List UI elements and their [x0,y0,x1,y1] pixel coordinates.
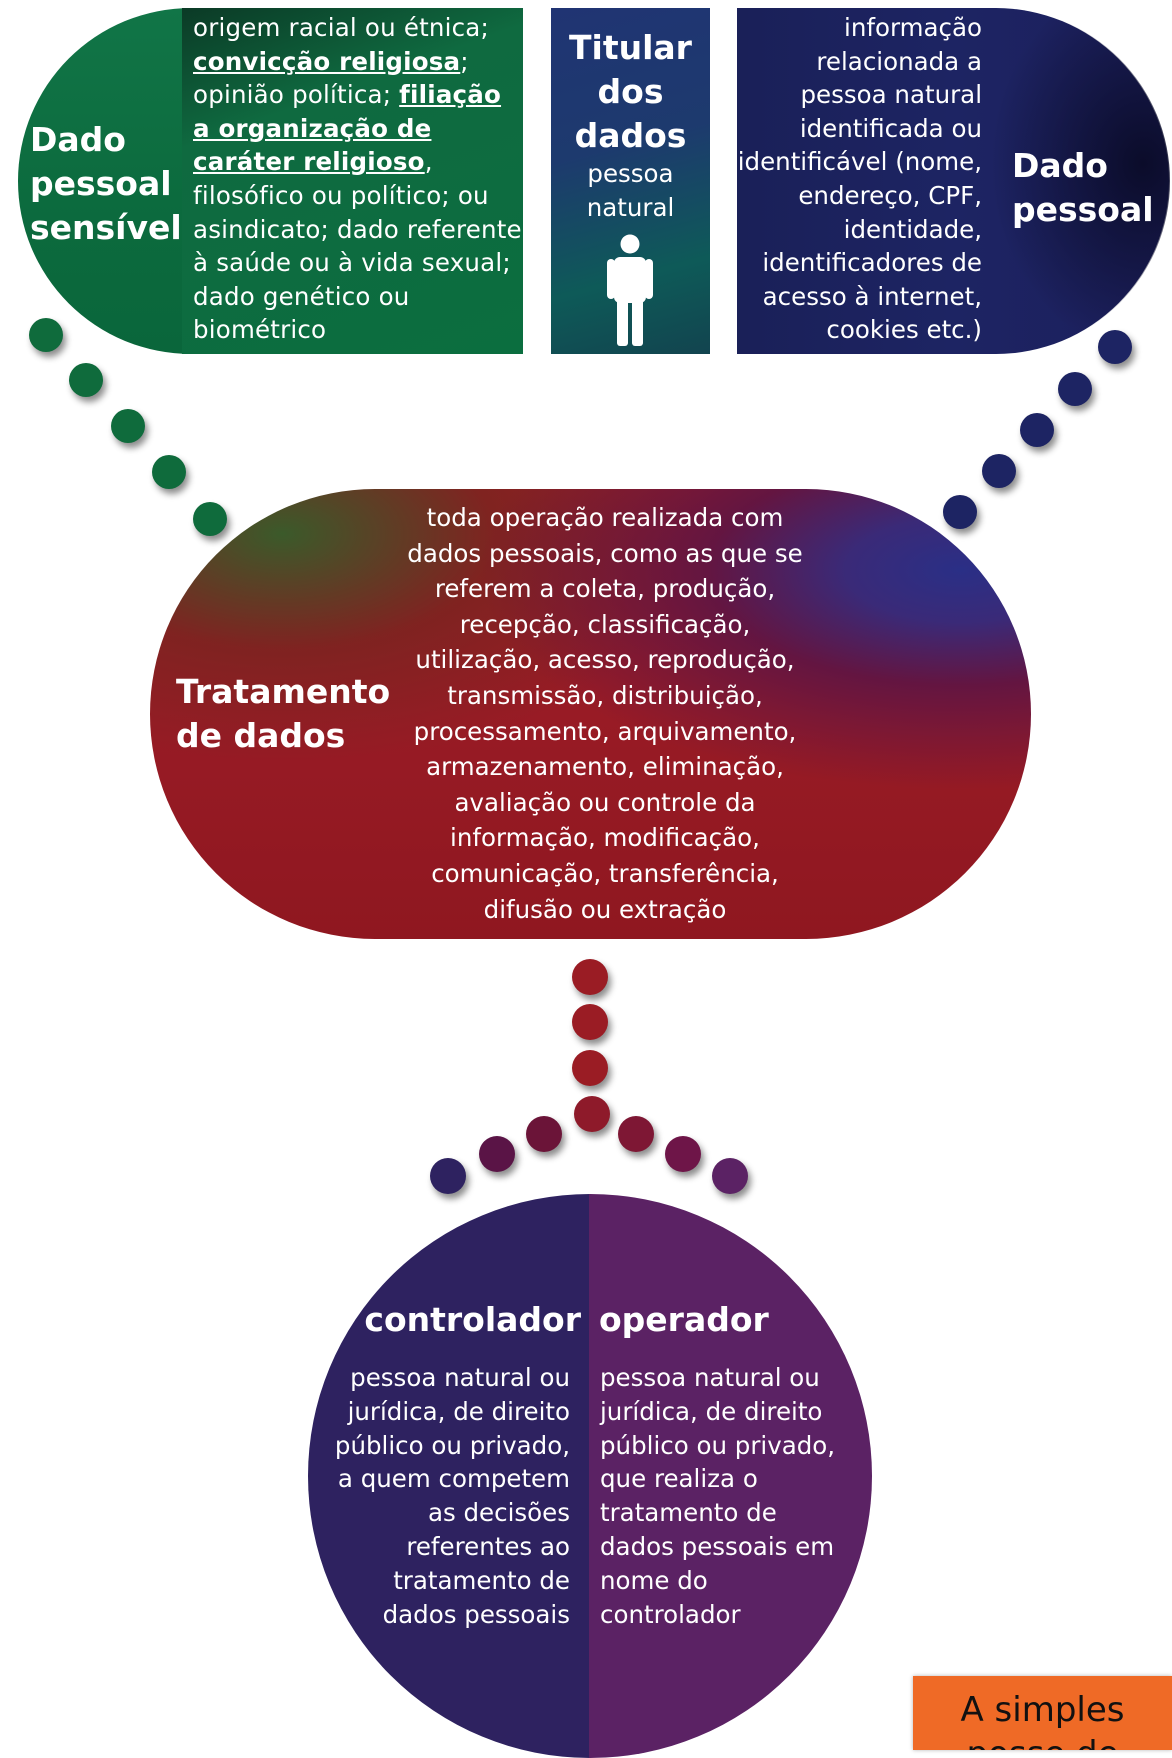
person-icon [607,234,653,346]
connector-dot [618,1116,654,1152]
connector-dot [574,1096,610,1132]
data-processing-description: toda operação realizada com dados pessoa… [407,503,803,924]
controller-description: pessoa natural ou jurídica, de direito p… [334,1363,570,1629]
connector-dot [982,454,1016,488]
connector-dot [526,1116,562,1152]
connector-dot [152,455,186,489]
sensitive-data-description-bg [182,8,523,354]
connector-dot [1058,372,1092,406]
sensitive-data-description: origem racial ou étnica; convicção relig… [193,13,522,345]
connector-dot [572,1004,608,1040]
connector-dot [1098,330,1132,364]
connector-dot [193,502,227,536]
connector-dot [430,1158,466,1194]
data-processing-panel [150,489,1031,939]
connector-dot [572,959,608,995]
connector-dot [29,318,63,352]
personal-data-title: Dado pessoal [1012,146,1154,229]
connector-dot [69,363,103,397]
data-subject-subtitle: pessoa natural [586,159,675,222]
connector-dot [572,1050,608,1086]
connector-dot [665,1136,701,1172]
controller-title: controlador [364,1300,581,1339]
sensitive-data-title: Dado pessoal sensível [30,120,182,247]
connector-dot [712,1158,748,1194]
data-processing-title: Tratamento de dados [176,672,391,755]
personal-data-description: informação relacionada a pessoa natural … [737,13,982,345]
data-subject-title: Titular dos dados [569,28,692,155]
callout-text: A simples posse de [960,1690,1125,1750]
controller-half [308,1194,589,1758]
connector-dot [943,495,977,529]
connector-dot [111,409,145,443]
connector-dot [479,1136,515,1172]
roles-circle [308,1194,872,1758]
operator-description: pessoa natural ou jurídica, de direito p… [600,1363,836,1629]
connector-dot [1020,413,1054,447]
operator-title: operador [599,1300,769,1339]
operator-half [589,1194,872,1758]
callout-box: A simples posse de [913,1676,1172,1750]
